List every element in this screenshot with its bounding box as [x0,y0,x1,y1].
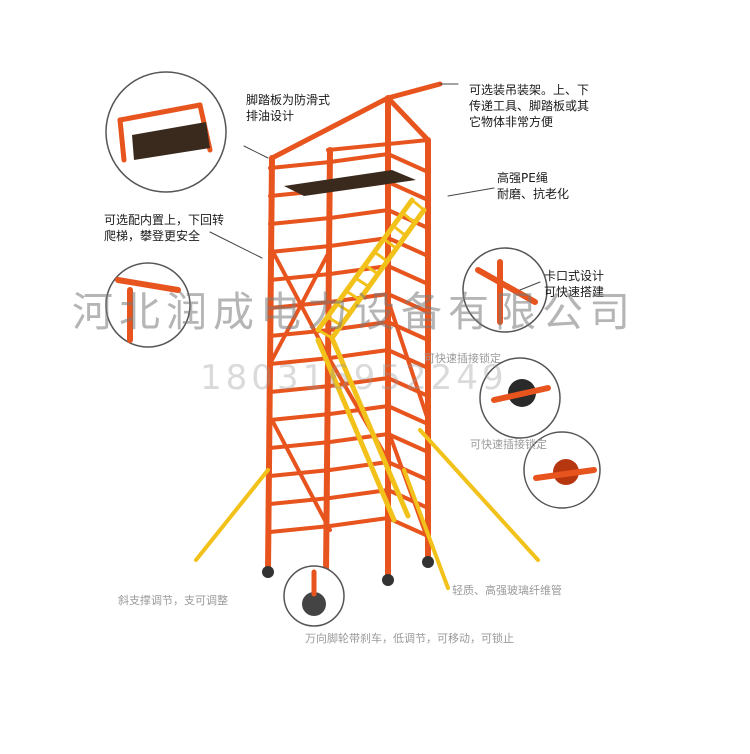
tower-rung [328,208,390,220]
tower-rung [328,460,390,472]
tower-rung [386,376,430,398]
ladder-step [344,289,362,302]
tower-rung [268,384,332,394]
tower-rung [386,460,430,482]
ladder-step [325,315,343,327]
clip-detail-circle [462,247,548,333]
tower-rung [328,488,390,500]
tower-rung [268,524,332,534]
ladder-step [354,276,371,289]
ladder-step [410,198,426,212]
tower-rung [386,488,430,510]
tower-rung [386,292,430,314]
callout-arrow [519,281,541,291]
tower-top-rail [385,95,431,143]
tower-rung [268,496,332,506]
label-antislip-platform: 脚踏板为防滑式 排油设计 [246,93,331,123]
label-clip-design: 卡口式设计 可快速搭建 [544,269,605,299]
ladder-step [316,328,334,340]
detail-frame [115,277,181,293]
ladder-rail [329,335,411,519]
tower-rung [386,152,430,174]
ladder-step [372,250,389,263]
tower-rung [268,160,332,170]
tower-rung [386,264,430,286]
callout-arrow [447,187,495,197]
tower-brace [386,298,430,422]
caster-wheel-detail [302,592,326,616]
ladder-step [391,224,408,238]
outrigger [418,428,540,562]
tower-rung [328,236,390,248]
detail-platform [132,122,210,160]
phone-watermark: 180316952249 [200,358,508,398]
tower-brace [270,418,332,532]
tower-rung [268,272,332,282]
detail-frame [491,385,551,403]
ladder-rail [315,337,397,523]
detail-frame [533,467,597,481]
caster-wheel [422,556,434,568]
tower-rung [268,216,332,226]
hoist-arm [385,81,443,101]
tower-rung [386,236,430,258]
caster-wheel [382,574,394,586]
ladder-step [401,211,417,225]
callout-arrow [209,231,263,259]
outrigger [194,468,270,562]
tower-rung [268,412,332,422]
tower-brace [270,248,332,362]
tower-top-rail [269,95,391,161]
caster-wheel [262,566,274,578]
label-caster-wheel: 万向脚轮带刹车，低调节，可移动，可锁止 [305,632,514,645]
tower-rung [386,432,430,454]
work-platform [284,170,416,196]
tower-rung [328,516,390,528]
label-quick-plug-1: 可快速插接锁定 [424,352,501,365]
tower-rung [386,180,430,202]
label-internal-ladder: 可选配内置上，下回转 爬梯，攀登更安全 [104,213,225,243]
tower-rung [268,356,332,366]
ladder-step [363,263,380,276]
tower-top-rail [326,138,430,152]
detail-frame [117,117,127,163]
ladder-step [382,237,398,250]
tower-rung [328,152,390,164]
label-pe-rope: 高强PE绳 耐磨、抗老化 [497,171,570,201]
tower-rung [268,244,332,254]
ladder-step [335,302,352,314]
detail-frame [117,102,203,123]
tower-rung [268,440,332,450]
label-quick-plug-2: 可快速插接锁定 [470,438,547,451]
tower-rung [328,376,390,388]
label-outrigger: 斜支撑调节，支可调整 [118,594,228,607]
label-hoist-frame: 可选装吊装架。上、下 传递工具、脚踏板或其 它物体非常方便 [469,83,590,129]
outrigger [402,468,450,590]
tower-rung [386,404,430,426]
detail-frame [475,267,538,305]
label-fiberglass-tube: 轻质、高强玻璃纤维管 [452,584,562,597]
company-watermark: 河北润成电力设备有限公司 [72,288,636,336]
callout-arrow [243,145,269,159]
